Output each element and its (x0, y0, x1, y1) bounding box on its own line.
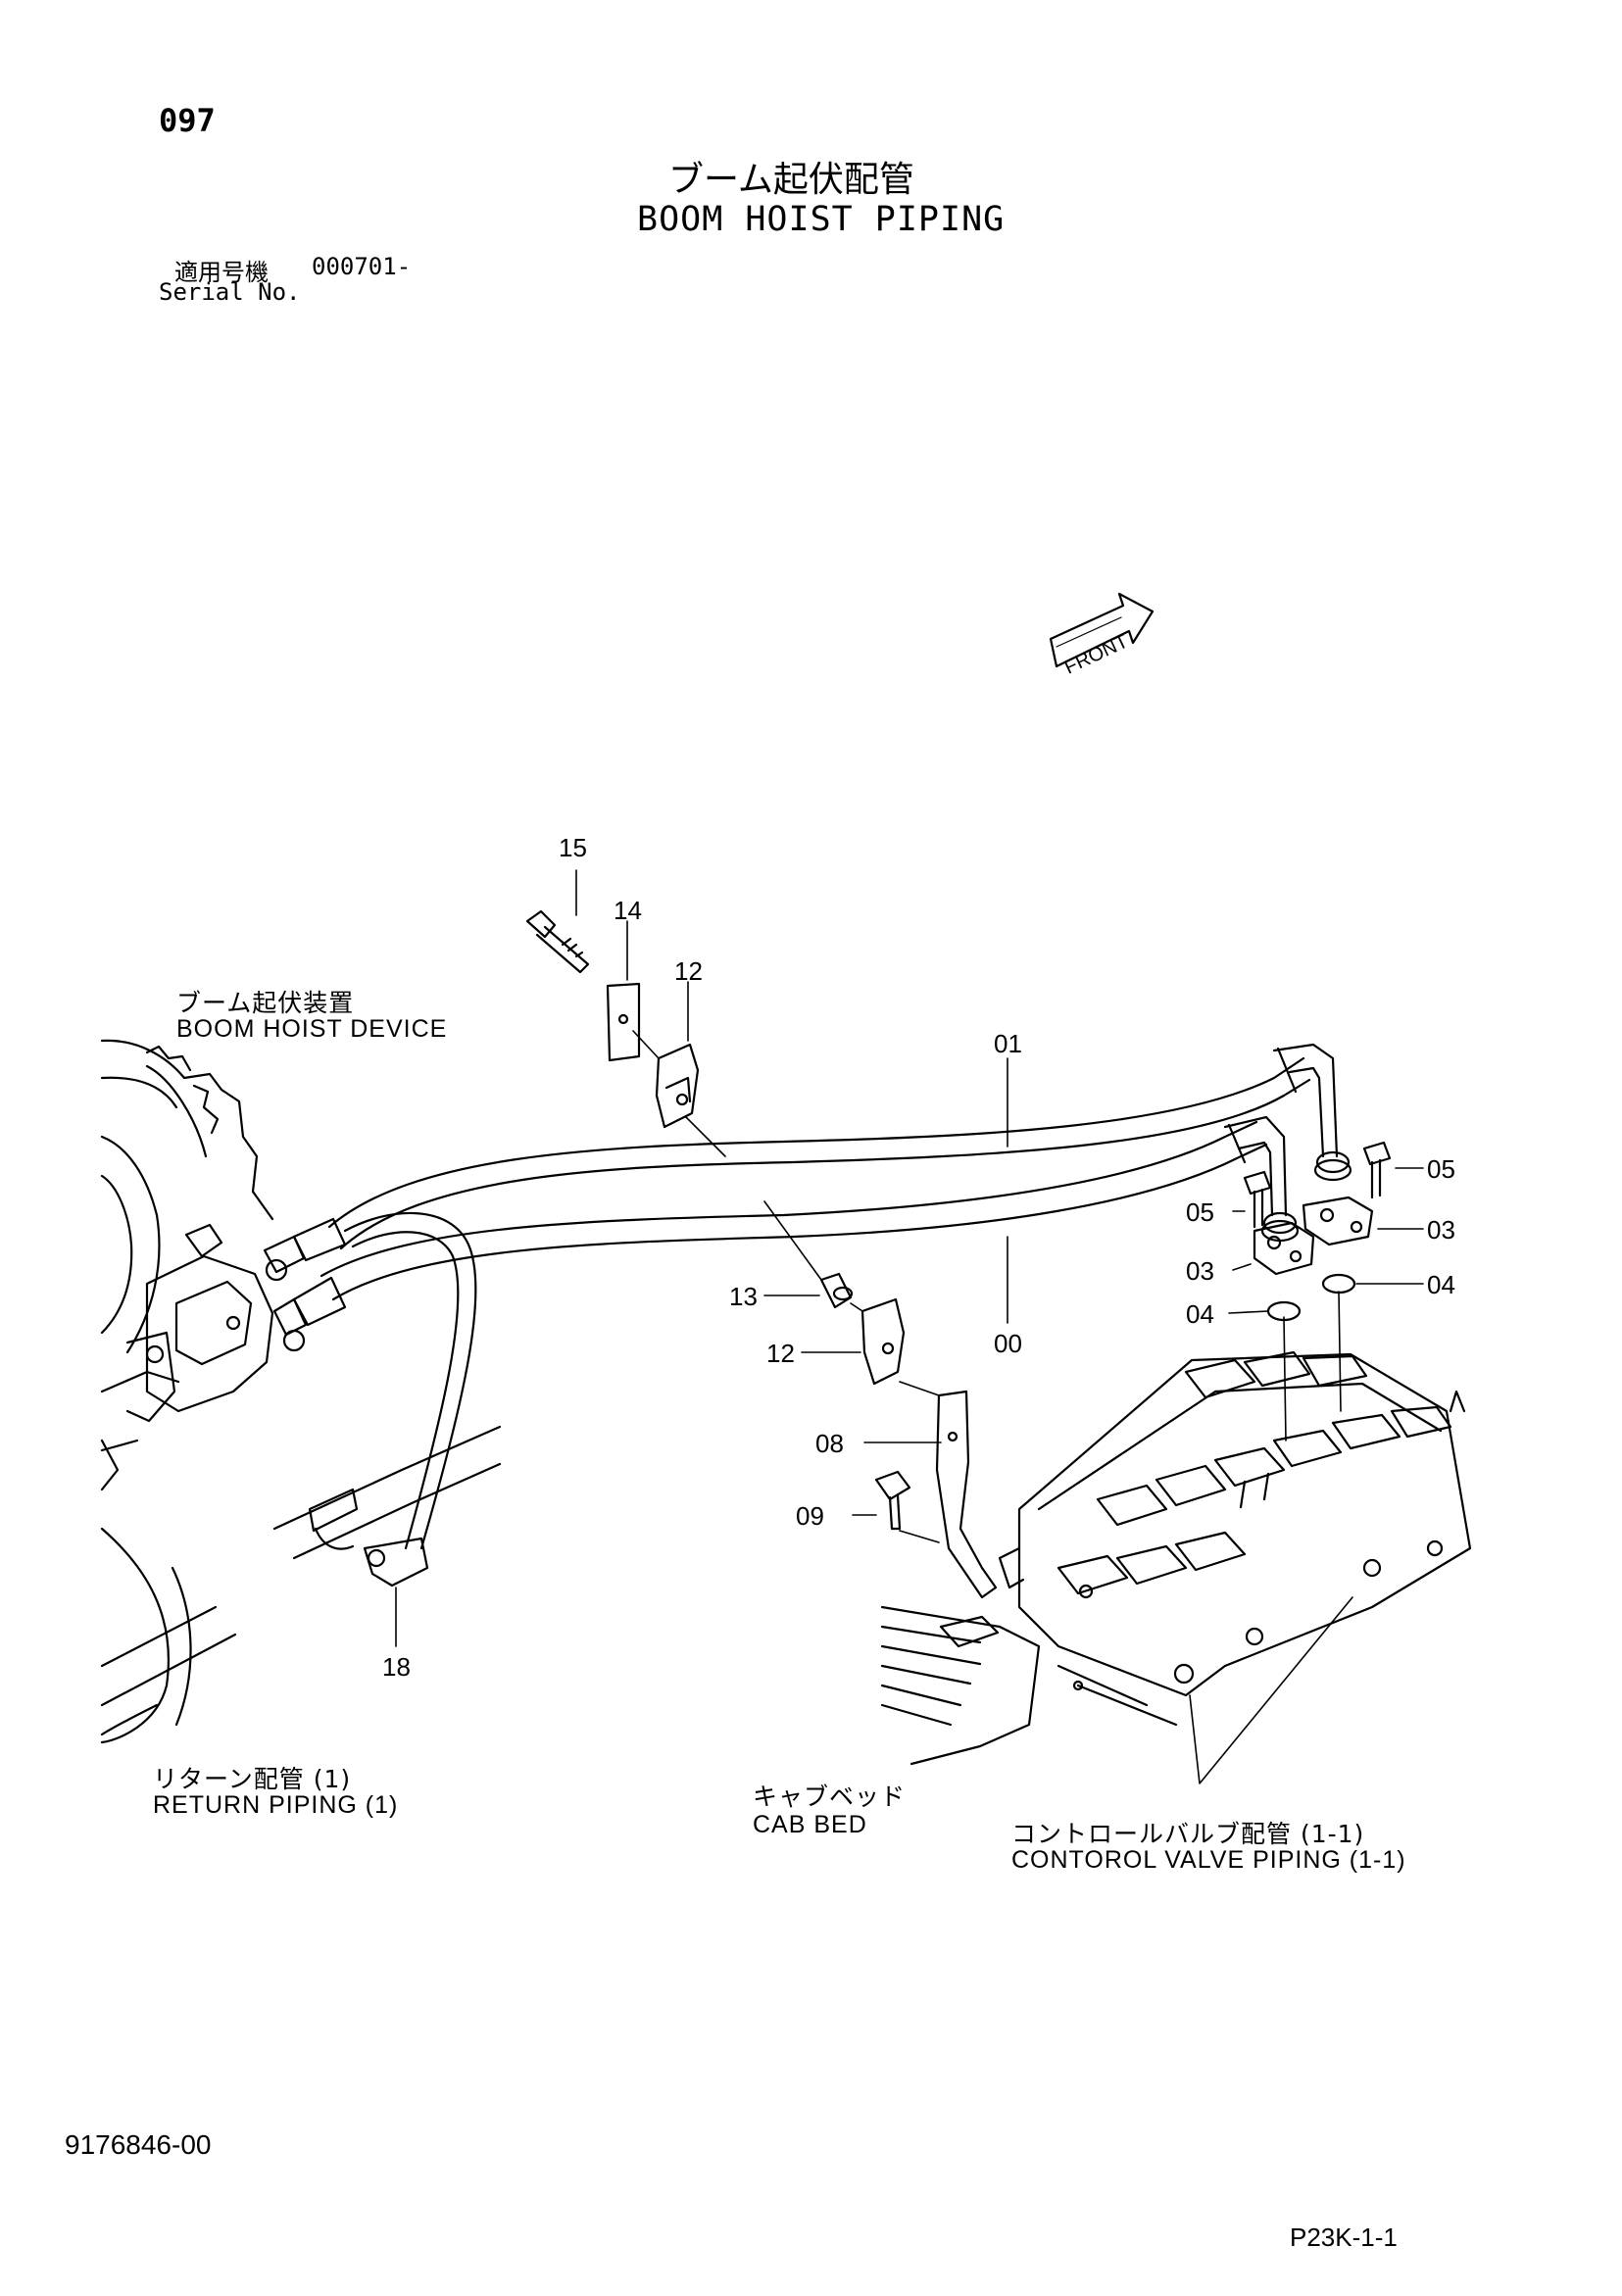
document-id: 9176846-00 (65, 2129, 212, 2160)
cab-bed-drawing (880, 1605, 1178, 1766)
boom-hoist-device-label: BOOM HOIST DEVICE (176, 1015, 448, 1043)
clamp-assembly (525, 909, 998, 1599)
cab-bed-label: CAB BED (753, 1811, 867, 1838)
part-number-18: 18 (382, 1652, 411, 1682)
part-number-12-upper: 12 (674, 956, 703, 986)
flange-fittings (1243, 1141, 1392, 1441)
leader-lines (395, 869, 1424, 1784)
part-number-14: 14 (614, 896, 642, 925)
page-number: 097 (159, 102, 216, 139)
part-number-08: 08 (815, 1429, 844, 1458)
front-arrow-icon: FRONT (1049, 592, 1155, 679)
part-number-05-right: 05 (1427, 1154, 1455, 1184)
page-title-japanese: ブーム起伏配管 (668, 160, 914, 200)
part-number-00: 00 (994, 1329, 1022, 1358)
part-number-12-lower: 12 (766, 1339, 795, 1368)
part-number-13: 13 (729, 1282, 758, 1311)
serial-label: Serial No. (159, 278, 301, 306)
serial-number-value: 000701- (312, 253, 412, 280)
return-piping-label-japanese: リターン配管 (1) (153, 1765, 352, 1793)
return-piping-label: RETURN PIPING (1) (153, 1791, 399, 1819)
part-number-04-left: 04 (1186, 1299, 1214, 1329)
cab-bed-label-japanese: キャブベッド (753, 1783, 907, 1811)
part-number-15: 15 (559, 833, 587, 862)
control-valve-piping-label-japanese: コントロールバルブ配管 (1-1) (1011, 1820, 1365, 1848)
hose-assembly (263, 1043, 1352, 1588)
part-number-03-left: 03 (1186, 1256, 1214, 1286)
control-valve-drawing (998, 1350, 1472, 1697)
control-valve-piping-label: CONTOROL VALVE PIPING (1-1) (1011, 1846, 1406, 1874)
boom-hoist-device-label-japanese: ブーム起伏装置 (176, 989, 355, 1017)
part-number-09: 09 (796, 1501, 824, 1531)
serial-label-japanese: 適用号機 (174, 259, 269, 286)
part-number-04-right: 04 (1427, 1270, 1455, 1299)
part-number-03-right: 03 (1427, 1215, 1455, 1245)
page-title: BOOM HOIST PIPING (637, 200, 1006, 239)
boom-hoist-device-drawing (100, 1039, 502, 1744)
page-code: P23K-1-1 (1290, 2223, 1398, 2252)
part-number-01: 01 (994, 1029, 1022, 1058)
part-number-05-left: 05 (1186, 1197, 1214, 1227)
